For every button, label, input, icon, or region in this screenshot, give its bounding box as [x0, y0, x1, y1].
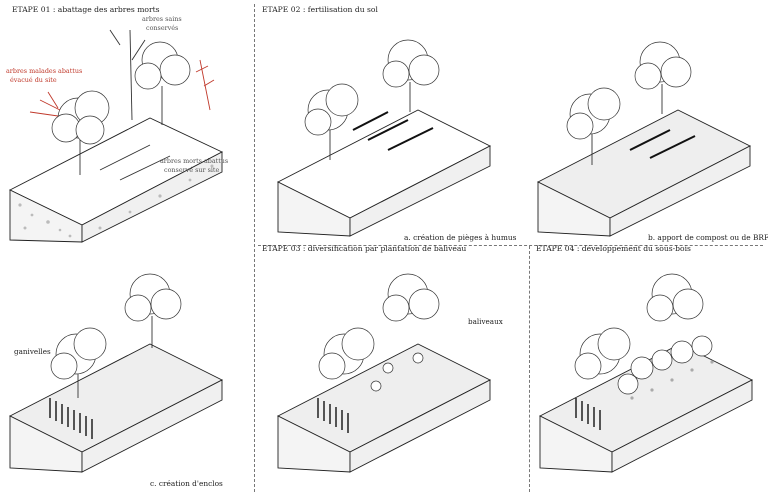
heading-etape-02: ETAPE 02 : fertilisation du sol [262, 5, 378, 14]
panel-etape-02a: ETAPE 02 : fertilisation du sol a. créat… [258, 0, 526, 245]
panel-etape-03: ETAPE 03 : diversification par plantatio… [258, 244, 526, 492]
caption-compost-brf: b. apport de compost ou de BRF [648, 233, 768, 242]
block-diagram-3 [537, 41, 751, 237]
separator-horizontal [258, 245, 763, 246]
label-ganivelles: ganivelles [14, 347, 51, 356]
heading-etape-03: ETAPE 03 : diversification par plantatio… [262, 244, 467, 253]
caption-pieges-humus: a. création de pièges à humus [404, 233, 517, 242]
note-healthy-line2: conservés [146, 24, 179, 32]
note-dead-line2: conservé sur site [164, 166, 220, 174]
heading-etape-01: ETAPE 01 : abattage des arbres morts [12, 5, 160, 14]
panel-enclos: ganivelles c. création d'enclos [0, 248, 254, 492]
label-baliveaux: baliveaux [468, 317, 503, 326]
block-diagram-6 [539, 273, 753, 473]
block-diagram-1 [8, 29, 224, 243]
block-diagram-5 [277, 273, 491, 473]
block-diagram-2 [277, 39, 491, 237]
note-dead-line1: arbres morts abattus [160, 157, 229, 165]
panel-etape-04: ETAPE 04 : développement du sous-bois [532, 244, 764, 492]
panel-etape-02b: b. apport de compost ou de BRF [530, 0, 768, 245]
heading-etape-04: ETAPE 04 : développement du sous-bois [536, 244, 691, 253]
note-sick-line1: arbres malades abattus [6, 67, 83, 75]
block-diagram-4 [9, 273, 223, 473]
note-sick-line2: évacué du site [10, 76, 57, 84]
caption-enclos: c. création d'enclos [150, 479, 223, 488]
separator-vertical-left [254, 4, 255, 492]
panel-etape-01: ETAPE 01 : abattage des arbres morts arb… [0, 0, 254, 245]
separator-vertical-right [529, 246, 530, 492]
note-healthy-line1: arbres sains [142, 15, 182, 23]
